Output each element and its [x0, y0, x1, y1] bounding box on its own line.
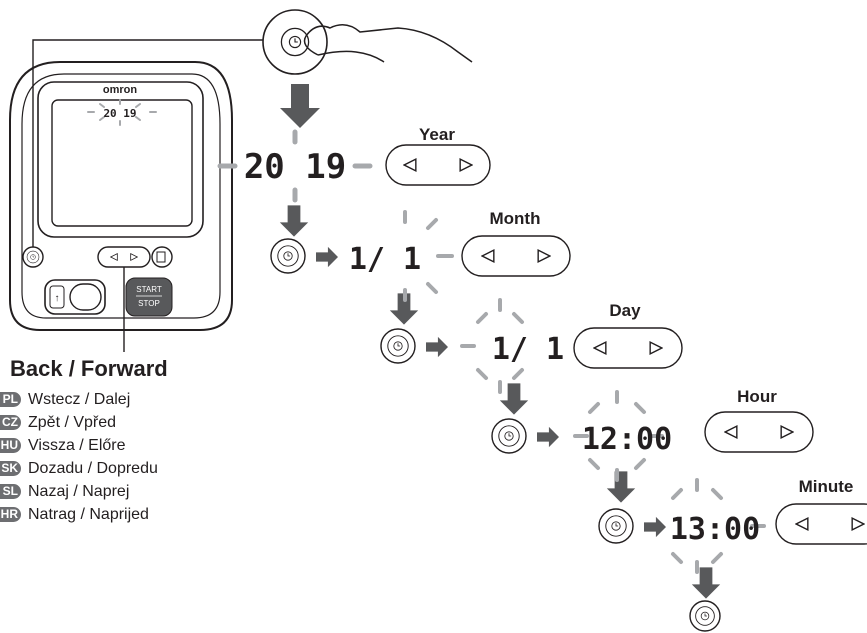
legend-row-hr: HR Natrag / Naprijed	[0, 503, 260, 526]
device-display-year: 20 19	[103, 107, 136, 120]
back-forward-legend: Back / Forward PL Wstecz / Dalej CZ Zpět…	[0, 356, 260, 526]
language-code-badge: SL	[0, 484, 21, 499]
day-back-forward-button[interactable]	[573, 327, 683, 369]
legend-translation: Nazaj / Naprej	[28, 482, 130, 500]
legend-translation: Zpět / Vpřed	[28, 413, 117, 431]
day-display: 1/ 1	[492, 332, 564, 367]
flash-rays	[460, 298, 524, 394]
legend-title: Back / Forward	[10, 356, 168, 381]
minute-step: 13:00 Minute	[598, 477, 867, 574]
legend-row-sk: SK Dozadu / Dopredu	[0, 457, 260, 480]
month-display: 1/ 1	[349, 242, 421, 277]
hour-back-forward-button[interactable]	[704, 411, 814, 453]
flash-rays	[671, 478, 766, 574]
day-step: 1/ 1 Day	[380, 298, 683, 394]
hour-step: 12:00 Hour	[491, 387, 814, 482]
device-memory-button[interactable]	[151, 246, 173, 268]
language-code-badge: HR	[0, 507, 21, 522]
finger-icon	[303, 24, 473, 63]
legend-translation: Natrag / Naprijed	[28, 505, 149, 523]
language-code-badge: PL	[0, 392, 21, 407]
legend-translation: Dozadu / Dopredu	[28, 459, 158, 477]
minute-back-forward-button[interactable]	[775, 503, 867, 545]
device-start-stop-button[interactable]	[125, 277, 173, 317]
month-step: 1/ 1 Month	[270, 209, 571, 302]
brand-logo: omron	[103, 84, 138, 96]
blood-pressure-monitor: omron 20 19 ↑ START STOP	[9, 61, 233, 331]
year-step: 20 19 Year	[217, 125, 491, 203]
flash-rays	[403, 210, 454, 302]
year-label: Year	[419, 125, 455, 144]
language-code-badge: SK	[0, 461, 21, 476]
legend-row-sl: SL Nazaj / Naprej	[0, 480, 260, 503]
device-display-rays	[87, 99, 157, 126]
legend-translation: Vissza / Előre	[28, 436, 126, 454]
month-back-forward-button[interactable]	[461, 235, 571, 277]
year-back-forward-button[interactable]	[385, 144, 491, 186]
arrow-down-icon	[499, 383, 529, 415]
language-code-badge: CZ	[0, 415, 21, 430]
leader-lines	[32, 39, 267, 352]
arrow-down-icon	[279, 205, 309, 237]
svg-text:↑: ↑	[55, 293, 60, 304]
flash-rays	[217, 129, 373, 203]
minute-display: 13:00	[670, 512, 760, 547]
legend-row-hu: HU Vissza / Előre	[0, 434, 260, 457]
language-code-badge: HU	[0, 438, 21, 453]
arrow-right-icon	[426, 336, 448, 358]
start-label: START	[136, 285, 162, 294]
legend-row-cz: CZ Zpět / Vpřed	[0, 411, 260, 434]
arrow-right-icon	[537, 426, 559, 448]
legend-row-pl: PL Wstecz / Dalej	[0, 388, 260, 411]
arrow-right-icon	[644, 516, 666, 538]
hour-display: 12:00	[582, 422, 672, 457]
arrow-right-icon	[316, 246, 338, 268]
device-back-forward-button[interactable]	[97, 246, 151, 268]
clock-button-pressed	[262, 9, 473, 75]
hour-label: Hour	[737, 387, 777, 406]
arrow-down-icon	[606, 471, 636, 503]
arrow-down-icon	[280, 84, 320, 128]
day-label: Day	[609, 301, 641, 320]
month-label: Month	[490, 209, 541, 228]
stop-label: STOP	[138, 299, 160, 308]
year-display: 20 19	[244, 147, 346, 187]
legend-translation: Wstecz / Dalej	[28, 390, 131, 408]
minute-label: Minute	[799, 477, 854, 496]
flash-rays	[573, 390, 664, 482]
